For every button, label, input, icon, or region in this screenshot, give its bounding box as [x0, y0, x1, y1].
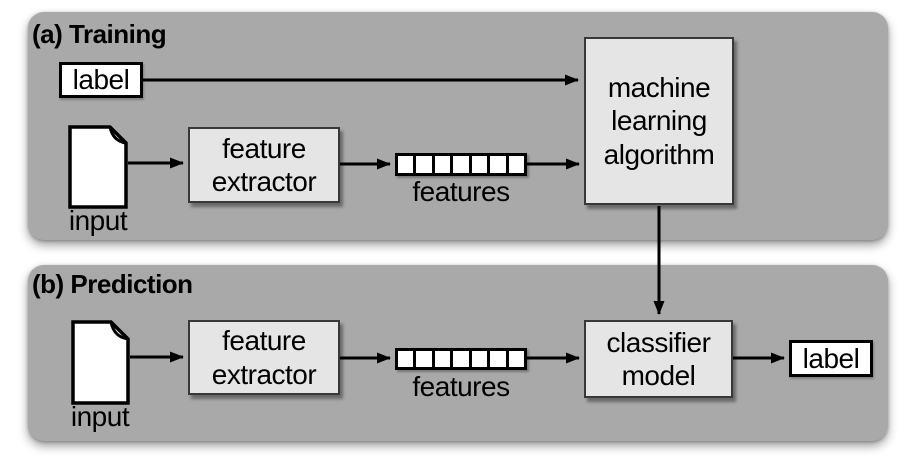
- prediction-label-box: label: [789, 340, 873, 377]
- training-label-box: label: [59, 62, 143, 98]
- feature-cell: [508, 156, 524, 173]
- prediction-features-caption: features: [412, 371, 510, 402]
- document-icon-training: [68, 125, 128, 209]
- feature-cell: [398, 156, 414, 173]
- machine-learning-algorithm-box: machine learning algorithm: [584, 37, 734, 205]
- feature-cell: [398, 351, 414, 367]
- training-title: (a) Training: [32, 19, 167, 49]
- feature-cell: [434, 156, 451, 173]
- feature-cell: [416, 156, 432, 173]
- training-feature-extractor-box: feature extractor: [188, 127, 340, 203]
- prediction-title: (b) Prediction: [32, 269, 193, 299]
- training-features-caption: features: [412, 176, 510, 207]
- feature-cell: [471, 351, 488, 367]
- feature-cell: [453, 351, 469, 367]
- prediction-input-caption: input: [70, 401, 130, 432]
- feature-cell: [471, 156, 488, 173]
- training-input-caption: input: [68, 205, 128, 236]
- classifier-model-box: classifier model: [584, 320, 733, 398]
- feature-cell: [508, 351, 524, 367]
- feature-cell: [416, 351, 432, 367]
- document-icon-prediction: [71, 320, 130, 405]
- feature-cell: [453, 156, 469, 173]
- feature-cell: [490, 351, 506, 367]
- training-panel: [28, 12, 888, 240]
- feature-cell: [434, 351, 451, 367]
- prediction-features-strip: [395, 348, 527, 370]
- training-features-strip: [395, 153, 527, 176]
- feature-cell: [490, 156, 506, 173]
- prediction-feature-extractor-box: feature extractor: [188, 320, 340, 395]
